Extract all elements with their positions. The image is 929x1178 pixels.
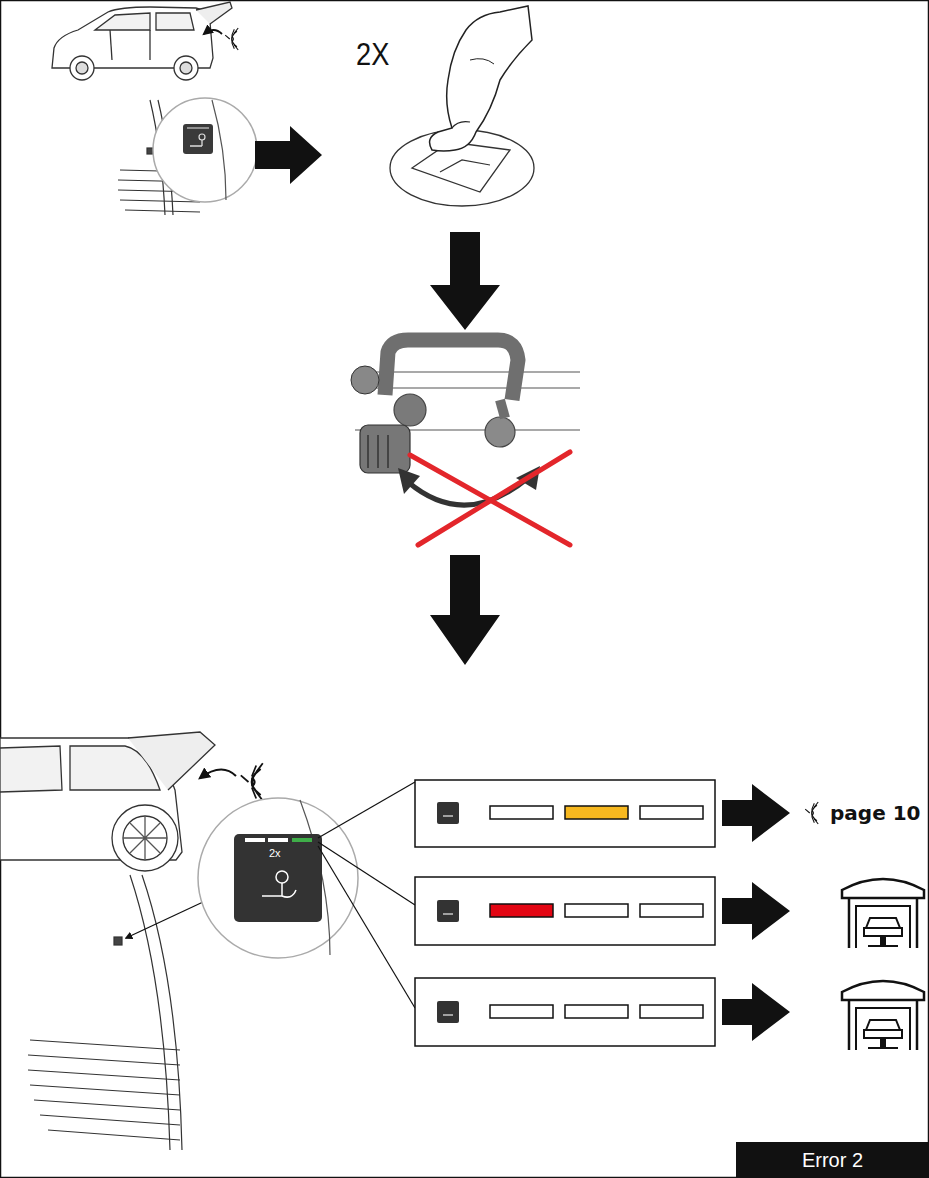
button-bottom bbox=[245, 838, 265, 842]
garage-symbol bbox=[842, 981, 924, 1050]
indicator-panel-red bbox=[437, 900, 459, 922]
indicator-panel-red bbox=[415, 877, 715, 945]
block-arrow bbox=[255, 126, 322, 184]
hand-press bbox=[390, 6, 534, 206]
block-arrow bbox=[430, 232, 500, 330]
zoom-circle bbox=[153, 98, 257, 202]
button-bottom bbox=[234, 834, 322, 922]
indicator-panel-amber bbox=[490, 806, 553, 819]
indicator-panel-amber bbox=[640, 806, 703, 819]
indicator-panel-amber bbox=[443, 815, 453, 816]
page-reference: page 10 bbox=[830, 803, 921, 823]
hand-press bbox=[452, 122, 470, 128]
hand-press bbox=[470, 59, 494, 64]
zoom-circle bbox=[198, 798, 358, 958]
indicator-panel-amber bbox=[437, 802, 459, 824]
car-bottom bbox=[0, 732, 215, 871]
button-marking: 2x bbox=[269, 848, 281, 859]
car-top bbox=[76, 62, 88, 74]
tailgate-interior-top bbox=[147, 148, 153, 154]
car-bottom bbox=[128, 732, 215, 790]
indicator-panel-off bbox=[415, 978, 715, 1046]
leader-line bbox=[318, 782, 415, 1008]
tow-hitch bbox=[351, 366, 379, 394]
tow-hitch bbox=[485, 417, 515, 447]
indicator-panel-red bbox=[565, 904, 628, 917]
button-bottom bbox=[292, 838, 312, 842]
tow-hitch bbox=[385, 340, 518, 400]
indicator-panel-red bbox=[640, 904, 703, 917]
indicator-panel-amber bbox=[415, 780, 715, 847]
block-arrow bbox=[430, 555, 500, 665]
block-arrow bbox=[722, 784, 790, 1041]
button-bottom bbox=[234, 834, 322, 922]
tow-hitch bbox=[500, 400, 505, 418]
button-top bbox=[183, 100, 226, 200]
eye-symbol bbox=[805, 802, 818, 824]
car-top bbox=[196, 2, 232, 24]
indicator-panel-off bbox=[640, 1005, 703, 1018]
indicator-panel-off bbox=[437, 1001, 459, 1023]
button-top bbox=[190, 140, 202, 146]
button-top bbox=[212, 100, 226, 200]
tow-hitch bbox=[398, 468, 420, 494]
tailgate-interior-bottom bbox=[28, 875, 182, 1150]
view-arrow bbox=[200, 769, 236, 778]
block-arrow bbox=[722, 882, 790, 940]
eye-symbol bbox=[225, 28, 238, 50]
tag-text: Error 2 bbox=[802, 1150, 863, 1170]
car-top bbox=[149, 30, 150, 60]
button-top bbox=[199, 134, 205, 140]
tow-hitch bbox=[368, 435, 388, 468]
indicator-panel-red bbox=[443, 913, 453, 914]
tow-hitch bbox=[351, 340, 580, 505]
button-top bbox=[187, 127, 209, 128]
indicator-panel-off bbox=[565, 1005, 628, 1018]
tow-hitch bbox=[360, 425, 410, 473]
button-bottom bbox=[276, 871, 288, 883]
press-count: 2X bbox=[356, 38, 389, 70]
car-top bbox=[95, 13, 194, 30]
car-top bbox=[52, 2, 232, 80]
car-bottom bbox=[123, 816, 167, 860]
button-bottom bbox=[268, 838, 288, 842]
view-arrow bbox=[204, 30, 222, 34]
garage-symbol bbox=[842, 879, 924, 948]
indicator-panel-red bbox=[490, 904, 553, 917]
cross-mark bbox=[410, 452, 570, 545]
indicator-panel-red bbox=[415, 877, 715, 945]
car-bottom bbox=[0, 746, 160, 792]
button-top bbox=[183, 124, 213, 154]
indicator-panel-amber bbox=[565, 806, 628, 819]
car-top bbox=[70, 56, 94, 80]
car-top bbox=[180, 62, 192, 74]
hand-press bbox=[440, 160, 490, 172]
car-top bbox=[174, 56, 198, 80]
tow-hitch bbox=[394, 394, 426, 426]
leader-line bbox=[318, 842, 415, 905]
tailgate-interior-bottom bbox=[28, 1040, 180, 1140]
indicator-panel-off bbox=[415, 978, 715, 1046]
hand-press bbox=[430, 6, 532, 151]
leader-line bbox=[318, 846, 415, 1008]
indicator-panel-off bbox=[490, 1005, 553, 1018]
leader-line bbox=[318, 782, 415, 838]
indicator-panel-off bbox=[443, 1014, 453, 1015]
car-bottom bbox=[123, 816, 167, 860]
tailgate-interior-bottom bbox=[114, 937, 122, 945]
block-arrow bbox=[722, 784, 790, 842]
button-bottom bbox=[262, 883, 296, 897]
eye-symbol bbox=[241, 763, 263, 800]
car-bottom bbox=[112, 805, 178, 871]
block-arrow bbox=[722, 983, 790, 1041]
car-top bbox=[110, 30, 112, 60]
hand-press bbox=[412, 142, 510, 192]
indicator-panel-amber bbox=[415, 780, 715, 847]
cross-mark bbox=[418, 452, 570, 545]
title-tag: Error 2 bbox=[736, 1142, 929, 1178]
